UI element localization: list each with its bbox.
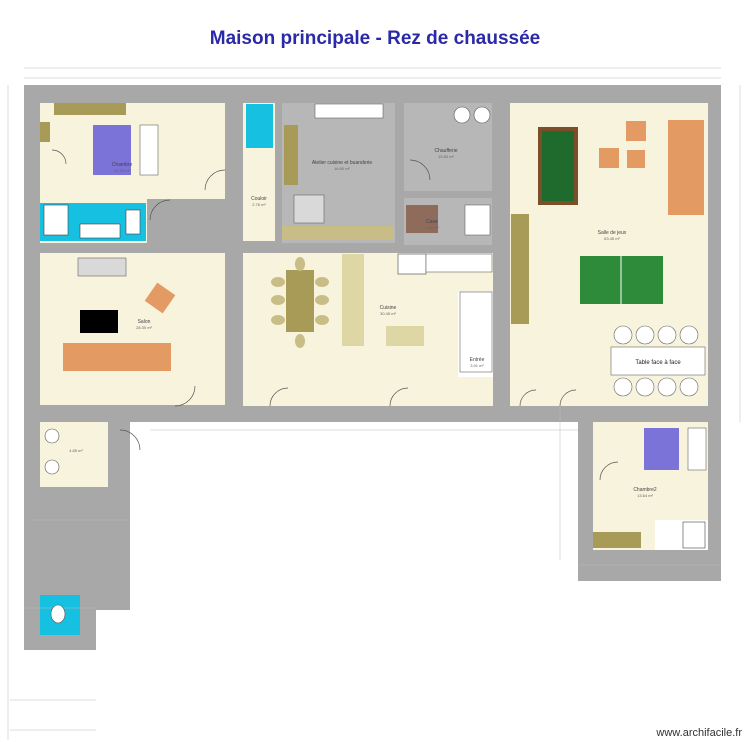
chambre-floor [40,103,225,199]
watermark: www.archifacile.fr [656,727,742,739]
game-shelf [511,214,529,324]
label-salon: Salon [138,319,151,325]
label-cuisine: Cuisine [380,305,397,311]
entree-stairs [459,291,493,373]
billiard-felt [542,131,574,201]
kitchen-counter [425,253,493,273]
chambre2-shelf [593,532,641,548]
sofa-salon [63,343,171,371]
label-salle-de-jeux: Salle de jeux [598,230,627,236]
salon-cabinet [77,257,127,277]
dining-chairs [271,257,329,348]
label-chambre: Chambre [112,162,133,168]
shower [43,204,69,236]
kitchen-bar [386,326,424,346]
area-wc: 4.85 m² [69,448,83,453]
label-entree: Entrée [470,357,485,363]
atelier-machine [293,194,325,224]
bed-chambre2 [644,428,679,470]
plan-title: Maison principale - Rez de chaussée [209,28,541,49]
area-cave: 2.25 m² [425,225,439,230]
atelier-side [284,125,298,185]
label-chambre2: Chambre2 [633,487,657,493]
tv [80,310,118,333]
armchair-salon [144,282,176,314]
room-labels: Chambre 22.30 m² Atelier cuisine et buan… [69,148,681,498]
area-entree: 3.91 m² [470,363,484,368]
salon-floor [40,253,225,405]
kitchen-island [342,254,364,346]
stove [397,253,427,275]
label-couloir: Couloir [251,196,267,202]
atelier-counter [314,103,384,119]
bed-chambre [93,125,131,175]
armchair-1 [626,121,646,141]
area-salon: 28.30 m² [136,325,152,330]
shelf-chambre [40,122,50,142]
area-cuisine: 30.45 m² [380,311,396,316]
label-chaufferie: Chaufferie [435,148,458,154]
wc-sink [44,428,60,444]
desk-chambre [139,124,159,176]
boiler-1 [453,106,471,124]
cuisine-floor [243,253,493,406]
bathroom-vanity [79,223,121,239]
armchair-3 [627,150,645,168]
wardrobe [54,103,126,115]
armchair-2 [599,148,619,168]
dining-table [286,270,314,332]
cave-shelf [406,205,438,233]
nightstand [687,427,707,471]
face-table [610,346,706,376]
chairs-face-table [613,325,699,397]
cave-stairs [464,204,491,236]
wc-top-floor [246,104,273,148]
boiler-2 [473,106,491,124]
area-chaufferie: 15.50 m² [438,154,454,159]
area-chambre2: 13.64 m² [637,493,653,498]
area-couloir: 2.76 m² [252,202,266,207]
dimension-lines [7,67,741,740]
label-cave: Cave [426,219,438,225]
shower2 [682,521,706,549]
area-chambre: 22.30 m² [114,168,130,173]
area-salle-de-jeux: 63.45 m² [604,236,620,241]
atelier-shelf [282,226,394,240]
label-table-face: Table face à face [635,360,681,366]
label-atelier: Atelier cuisine et buanderie [312,160,373,166]
wc-toilet [44,459,60,475]
sofa-game [668,120,704,215]
sink-corridor [125,209,141,235]
doors [51,149,619,481]
small-wc-toilet [50,604,66,624]
furniture [40,103,707,624]
area-atelier: 16.60 m² [334,166,350,171]
